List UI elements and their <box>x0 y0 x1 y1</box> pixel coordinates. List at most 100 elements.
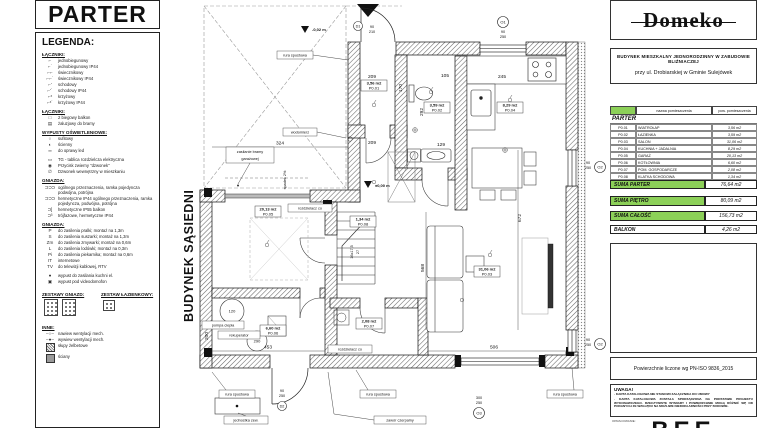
legend-item-label: wywiew wentylacji mech. <box>58 337 105 343</box>
svg-text:27: 27 <box>356 250 360 254</box>
legend-section-heading: INNE: <box>42 324 55 330</box>
legend-item: ⌐ˣ˙krzyżowy IP44 <box>42 100 156 105</box>
letter-l-icon: L <box>48 246 52 252</box>
sum-calosc-label: SUMA CAŁOŚĆ <box>610 211 705 221</box>
room-id: P0.05 <box>610 152 636 159</box>
svg-text:rura spustowa: rura spustowa <box>283 54 308 58</box>
opening-tag-o3: 300 250 O3 <box>473 396 485 419</box>
svg-text:250: 250 <box>476 401 482 405</box>
garage-gate <box>224 193 311 199</box>
room-name: SALON <box>636 138 712 145</box>
room-id: P0.08 <box>610 173 636 180</box>
legend-item-label: świecznikowy <box>58 70 84 75</box>
svg-text:250: 250 <box>500 35 506 39</box>
room-id: P0.01 <box>610 124 636 131</box>
led-strip-icon: ═ <box>48 148 52 154</box>
svg-text:210: 210 <box>369 30 375 34</box>
svg-text:2,08 m2: 2,08 m2 <box>362 319 377 324</box>
svg-text:O2: O2 <box>597 342 603 347</box>
balkon-label: BALKON <box>610 225 705 234</box>
legend-item: ⌐⌐świecznikowy <box>42 70 156 75</box>
legend-item-label: wypust do zasilania kuchni el. <box>58 273 114 279</box>
svg-text:P0.03: P0.03 <box>482 272 493 277</box>
legend-item-label: internetowe <box>58 258 80 264</box>
ann-wodomierz: wodomierz <box>282 127 318 137</box>
svg-text:rekuperator: rekuperator <box>229 334 249 338</box>
svg-text:506: 506 <box>490 345 498 351</box>
switch-shutter-icon: ▤ <box>47 121 53 127</box>
svg-text:90: 90 <box>586 161 590 165</box>
svg-text:90: 90 <box>280 389 284 393</box>
svg-text:P0.02: P0.02 <box>432 108 443 113</box>
sum-calosc-value: 156,73 m2 <box>705 211 757 221</box>
svg-text:3,56 m2: 3,56 m2 <box>367 81 382 86</box>
legend-heading: LEGENDA: <box>42 37 95 48</box>
svg-text:rozdzielacz co: rozdzielacz co <box>338 348 362 352</box>
svg-text:wodomierz: wodomierz <box>291 131 309 135</box>
svg-text:zasilanie bramy: zasilanie bramy <box>237 150 263 154</box>
legend-item-label: do zasilenia lodówki; montaż na 0,3m <box>58 246 128 252</box>
svg-text:P0.06: P0.06 <box>268 331 279 336</box>
svg-text:D2: D2 <box>280 405 285 409</box>
legend-item-label: żaluzjowy do bramy <box>58 121 95 127</box>
letter-zm-icon: Zm <box>46 240 54 246</box>
room-id: P0.02 <box>610 131 636 138</box>
walls <box>199 41 579 369</box>
svg-text:8,29 m2: 8,29 m2 <box>503 103 518 108</box>
room-area: 2,08 m2 <box>712 166 757 173</box>
legend-sections-bottom: INNE:–○–nawiew wentylacji mech.–●–wywiew… <box>42 325 156 365</box>
rear-door <box>271 367 309 405</box>
zestawy-gniazd: ZESTAWY GNIAZD: <box>42 288 97 321</box>
legend-item: ∅Dzwonek wewnętrzny w mieszkaniu <box>42 169 156 174</box>
svg-text:P0.07: P0.07 <box>364 324 375 329</box>
stairs-note: 16x17,5 <box>350 245 354 259</box>
svg-text:±0,00 m: ±0,00 m <box>375 183 390 188</box>
uwaga-line: - KARTA KATALOGOWA ZOSTAŁA SPORZĄDZONA N… <box>614 396 753 409</box>
svg-text:324: 324 <box>276 141 284 147</box>
svg-text:31,06 m2: 31,06 m2 <box>479 267 497 272</box>
ann-pompa-ciepla: pompa ciepła <box>201 320 245 330</box>
legend-item-label: słupy żelbetowe <box>58 343 88 349</box>
svg-text:568: 568 <box>420 264 426 272</box>
legend-item-label: do telewizji kablowej, RTV <box>58 264 107 270</box>
zestawy-gniazd-heading: ZESTAWY GNIAZD: <box>42 291 85 297</box>
room-label-p003: 31,06 m2 P0.03 <box>473 265 501 278</box>
svg-text:jednostka zew.: jednostka zew. <box>233 419 259 423</box>
legend-item-label: do oprawy led <box>58 148 85 154</box>
legend-item-label: ściany <box>58 354 70 360</box>
svg-text:O1: O1 <box>500 20 506 25</box>
legend-item: słupy żelbetowe <box>42 343 156 353</box>
svg-text:rura spustowa: rura spustowa <box>366 393 391 397</box>
sum-parter-row: SUMA PARTER 76,64 m2 <box>610 180 757 189</box>
zestaw-lazienkowy: ZESTAW ŁAZIENKOWY: <box>101 288 156 321</box>
legend-item: ⌐⌐˙świecznikowy IP44 <box>42 76 156 81</box>
sofa <box>426 225 485 333</box>
svg-text:garażowej: garażowej <box>241 157 258 161</box>
legend-item: ◉Przycisk zwierny "dzwonek" <box>42 163 156 168</box>
legend-section-heading: WYPUSTY OŚWIETLENIOWE: <box>42 129 107 135</box>
bath-sink-icon <box>420 148 452 163</box>
building-description-line1: BUDYNEK MIESZKALNY JEDNORODZINNY W ZABUD… <box>616 54 751 64</box>
legend-item-label: TG - tablica rozdzielcza elektryczna <box>58 157 125 163</box>
legend-item-label: do zasilenia zmywarki; montaż na 0,6m <box>58 240 132 246</box>
neighbor-building-label: BUDYNEK SĄSIEDNI <box>182 190 196 322</box>
ann-zawor-czerpalny: zawór czerpalny <box>373 415 427 425</box>
svg-text:90: 90 <box>586 338 590 342</box>
legend-item-label: do zasilenia pralki; montaż na 1,3m <box>58 228 124 234</box>
letter-tv-icon: TV <box>47 264 53 270</box>
legend-item: ściany <box>42 354 156 364</box>
svg-text:3,59 m2: 3,59 m2 <box>430 103 445 108</box>
socket-cluster-icon <box>62 299 76 317</box>
svg-text:rura spustowa: rura spustowa <box>553 393 578 397</box>
header-swatch <box>610 106 636 115</box>
doorbell-button-icon: ◉ <box>47 163 52 169</box>
socket-ip44-icon: ƆƆƆ <box>45 195 55 201</box>
legend-item-label: Dzwonek wewnętrzny w mieszkaniu <box>58 169 125 175</box>
ann-rozdzielacz-1: rozdzielacz co <box>287 203 333 213</box>
dining-table <box>471 147 537 201</box>
